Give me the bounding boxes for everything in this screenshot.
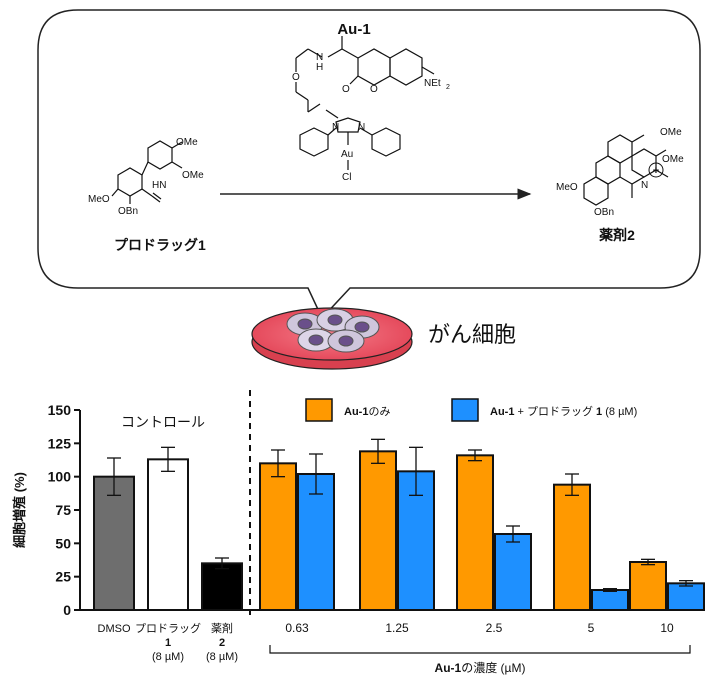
drug-obn: OBn (594, 207, 614, 218)
prodrug-structure (111, 140, 183, 204)
control-bar (147, 458, 189, 612)
series-1-bar (629, 561, 667, 611)
atom-o2: O (342, 84, 350, 95)
cell-cluster (286, 308, 380, 353)
legend-label-2: Au-1 + プロドラッグ 1 (8 µM) (490, 404, 637, 418)
x-axis-label: Au-1の濃度 (µM) (435, 660, 526, 675)
atom-cl: Cl (342, 172, 351, 183)
atom-net2-sub: 2 (446, 84, 450, 91)
control-bar (201, 562, 243, 611)
y-tick-label: 125 (48, 435, 72, 451)
y-tick-label: 0 (63, 602, 71, 618)
y-tick-label: 75 (55, 502, 71, 518)
series-1-bar (553, 483, 591, 611)
x-bracket (269, 645, 691, 654)
control-label-conc: (8 µM) (206, 651, 238, 663)
x-tick-label: 1.25 (385, 621, 409, 635)
atom-au: Au (341, 149, 353, 160)
control-label: DMSO (98, 623, 131, 635)
drug-structure (583, 134, 669, 206)
series-1-bar (259, 462, 297, 612)
series-2-bar (494, 533, 532, 611)
control-label-number: 2 (219, 637, 225, 649)
series-1-bar (456, 454, 494, 612)
prodrug-obn: OBn (118, 206, 138, 217)
atom-h: H (316, 62, 323, 73)
y-tick-label: 25 (55, 569, 71, 585)
prodrug-label: プロドラッグ1 (114, 237, 206, 253)
legend-swatch-1 (305, 398, 333, 422)
legend-label-1: Au-1のみ (344, 405, 390, 418)
atom-o1: O (292, 72, 300, 83)
x-tick-label: 2.5 (486, 621, 503, 635)
control-label-number: 1 (165, 637, 171, 649)
prodrug-meo: MeO (88, 194, 110, 205)
y-tick-label: 50 (55, 535, 71, 551)
control-label: プロドラッグ (135, 621, 201, 635)
prodrug-ome2: OMe (182, 170, 204, 181)
speech-bubble (37, 9, 701, 320)
catalyst-title: Au-1 (337, 21, 370, 38)
series-2-bar (591, 589, 629, 611)
control-label-conc: (8 µM) (152, 651, 184, 663)
atom-nh: N (316, 52, 323, 63)
drug-meo: MeO (556, 182, 578, 193)
atom-net2: NEt (424, 78, 441, 89)
x-tick-label: 10 (660, 621, 674, 635)
drug-charge: + (653, 165, 659, 177)
legend-swatch-2 (451, 398, 479, 422)
atom-n2: N (358, 122, 365, 133)
control-label: 薬剤 (211, 621, 233, 635)
atom-n1: N (332, 122, 339, 133)
prodrug-ome1: OMe (176, 137, 198, 148)
drug-ome1: OMe (660, 127, 682, 138)
drug-ome2: OMe (662, 154, 684, 165)
catalyst-structure (295, 36, 435, 170)
control-bar (93, 475, 135, 611)
cells-label: がん細胞 (428, 322, 516, 347)
prodrug-hn: HN (152, 180, 166, 191)
y-tick-label: 150 (48, 402, 72, 418)
y-axis-label: 細胞増殖 (%) (12, 472, 27, 548)
y-tick-label: 100 (48, 469, 72, 485)
drug-charge-circle (648, 162, 664, 178)
atom-o3: O (370, 84, 378, 95)
series-2-bar (667, 582, 705, 611)
x-tick-label: 0.63 (285, 621, 309, 635)
series-1-bar (359, 450, 397, 612)
x-tick-label: 5 (588, 621, 595, 635)
drug-label: 薬剤2 (599, 227, 635, 243)
control-title: コントロール (121, 414, 205, 430)
drug-n: N (641, 180, 648, 191)
